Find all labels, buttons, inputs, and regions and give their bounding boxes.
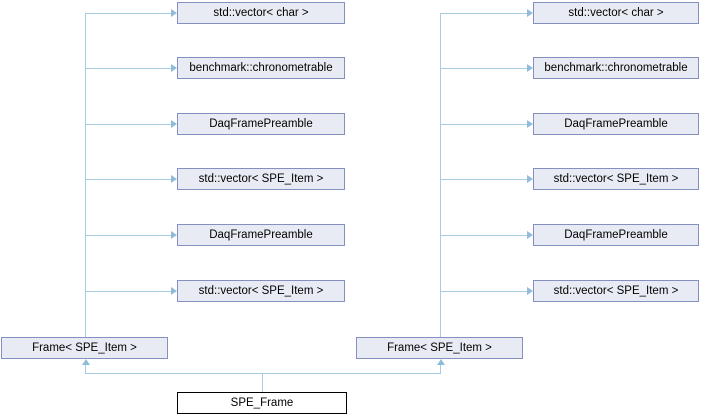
class-node-std-vector-char-right[interactable]: std::vector< char > <box>533 2 699 24</box>
class-node-std-vector-char-left[interactable]: std::vector< char > <box>177 2 345 24</box>
edge-inheritance-stub-left <box>85 365 86 374</box>
edge-left-branch-1 <box>85 13 171 14</box>
edge-left-branch-6 <box>85 291 171 292</box>
arrowhead-right-icon <box>527 120 533 128</box>
class-node-daqframepreamble-right-2[interactable]: DaqFramePreamble <box>533 224 699 246</box>
arrowhead-right-icon <box>171 231 177 239</box>
arrowhead-up-icon <box>82 359 90 365</box>
edge-right-branch-2 <box>440 68 527 69</box>
edge-right-branch-4 <box>440 179 527 180</box>
arrowhead-right-icon <box>527 231 533 239</box>
class-node-std-vector-spe-item-left-2[interactable]: std::vector< SPE_Item > <box>177 280 345 302</box>
edge-right-branch-6 <box>440 291 527 292</box>
arrowhead-right-icon <box>527 64 533 72</box>
class-node-daqframepreamble-right-1[interactable]: DaqFramePreamble <box>533 113 699 135</box>
edge-left-branch-4 <box>85 179 171 180</box>
class-node-std-vector-spe-item-right-2[interactable]: std::vector< SPE_Item > <box>533 280 699 302</box>
arrowhead-right-icon <box>171 120 177 128</box>
arrowhead-right-icon <box>171 287 177 295</box>
arrowhead-right-icon <box>527 175 533 183</box>
edge-left-branch-5 <box>85 235 171 236</box>
arrowhead-right-icon <box>171 175 177 183</box>
edge-right-branch-5 <box>440 235 527 236</box>
edge-left-trunk <box>85 13 86 337</box>
arrowhead-up-icon <box>437 359 445 365</box>
class-node-daqframepreamble-left-2[interactable]: DaqFramePreamble <box>177 224 345 246</box>
edge-inheritance-stub-center <box>262 373 263 392</box>
class-node-std-vector-spe-item-right-1[interactable]: std::vector< SPE_Item > <box>533 168 699 190</box>
arrowhead-right-icon <box>171 64 177 72</box>
edge-right-branch-1 <box>440 13 527 14</box>
arrowhead-right-icon <box>171 9 177 17</box>
class-node-frame-spe-item-left[interactable]: Frame< SPE_Item > <box>1 337 168 359</box>
class-node-benchmark-chronometrable-right[interactable]: benchmark::chronometrable <box>533 57 699 79</box>
edge-left-branch-2 <box>85 68 171 69</box>
edge-inheritance-horizontal <box>85 373 441 374</box>
class-node-daqframepreamble-left-1[interactable]: DaqFramePreamble <box>177 113 345 135</box>
class-node-benchmark-chronometrable-left[interactable]: benchmark::chronometrable <box>177 57 345 79</box>
edge-right-branch-3 <box>440 124 527 125</box>
class-node-std-vector-spe-item-left-1[interactable]: std::vector< SPE_Item > <box>177 168 345 190</box>
edge-inheritance-stub-right <box>440 365 441 374</box>
arrowhead-right-icon <box>527 287 533 295</box>
edge-right-trunk <box>440 13 441 337</box>
class-node-spe-frame[interactable]: SPE_Frame <box>177 392 347 414</box>
arrowhead-right-icon <box>527 9 533 17</box>
edge-left-branch-3 <box>85 124 171 125</box>
class-node-frame-spe-item-right[interactable]: Frame< SPE_Item > <box>356 337 523 359</box>
